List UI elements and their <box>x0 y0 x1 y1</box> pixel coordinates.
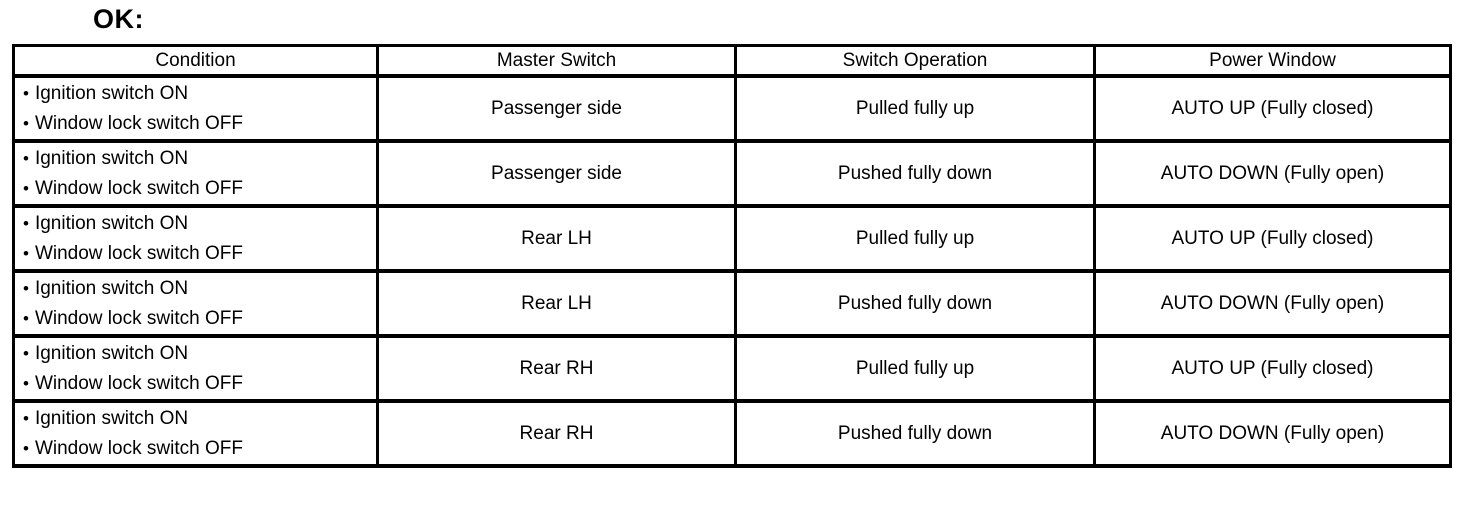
bullet-icon: • <box>23 308 29 328</box>
switch-operation-cell: Pulled fully up <box>734 334 1096 403</box>
condition-text: Ignition switch ON <box>34 277 189 299</box>
power-window-cell: AUTO UP (Fully closed) <box>1093 334 1452 403</box>
bullet-icon: • <box>23 148 29 168</box>
bullet-icon: • <box>23 373 29 393</box>
bullet-icon: • <box>23 243 29 263</box>
header-power-window: Power Window <box>1093 44 1452 78</box>
switch-operation-cell: Pushed fully down <box>734 139 1096 208</box>
header-switch-operation: Switch Operation <box>734 44 1096 78</box>
condition-cell: •Ignition switch ON •Window lock switch … <box>12 269 379 338</box>
bullet-icon: • <box>23 408 29 428</box>
condition-text: Window lock switch OFF <box>34 372 243 394</box>
power-window-diagnostic-table: Condition Master Switch Switch Operation… <box>12 44 1452 468</box>
ok-heading: OK: <box>93 4 144 34</box>
bullet-icon: • <box>23 83 29 103</box>
condition-cell: •Ignition switch ON •Window lock switch … <box>12 334 379 403</box>
master-switch-cell: Rear RH <box>376 399 737 468</box>
diagnostic-table-container: Condition Master Switch Switch Operation… <box>12 44 1452 468</box>
condition-text: Ignition switch ON <box>34 342 189 364</box>
table-row: •Ignition switch ON •Window lock switch … <box>12 74 1452 143</box>
switch-operation-cell: Pulled fully up <box>734 74 1096 143</box>
master-switch-cell: Rear RH <box>376 334 737 403</box>
power-window-cell: AUTO DOWN (Fully open) <box>1093 139 1452 208</box>
master-switch-cell: Passenger side <box>376 74 737 143</box>
bullet-icon: • <box>23 213 29 233</box>
condition-text: Ignition switch ON <box>34 212 189 234</box>
header-row: Condition Master Switch Switch Operation… <box>12 44 1452 78</box>
condition-text: Window lock switch OFF <box>34 242 243 264</box>
bullet-icon: • <box>23 113 29 133</box>
condition-cell: •Ignition switch ON •Window lock switch … <box>12 399 379 468</box>
header-condition: Condition <box>12 44 379 78</box>
switch-operation-cell: Pushed fully down <box>734 399 1096 468</box>
condition-text: Window lock switch OFF <box>34 112 243 134</box>
condition-text: Window lock switch OFF <box>34 437 243 459</box>
condition-text: Window lock switch OFF <box>34 307 243 329</box>
bullet-icon: • <box>23 438 29 458</box>
condition-text: Ignition switch ON <box>34 147 189 169</box>
table-row: •Ignition switch ON •Window lock switch … <box>12 399 1452 468</box>
table-row: •Ignition switch ON •Window lock switch … <box>12 269 1452 338</box>
condition-text: Window lock switch OFF <box>34 177 243 199</box>
master-switch-cell: Rear LH <box>376 269 737 338</box>
power-window-cell: AUTO UP (Fully closed) <box>1093 74 1452 143</box>
header-master-switch: Master Switch <box>376 44 737 78</box>
power-window-cell: AUTO DOWN (Fully open) <box>1093 399 1452 468</box>
switch-operation-cell: Pulled fully up <box>734 204 1096 273</box>
bullet-icon: • <box>23 343 29 363</box>
power-window-cell: AUTO UP (Fully closed) <box>1093 204 1452 273</box>
condition-cell: •Ignition switch ON •Window lock switch … <box>12 139 379 208</box>
condition-cell: •Ignition switch ON •Window lock switch … <box>12 204 379 273</box>
master-switch-cell: Rear LH <box>376 204 737 273</box>
condition-text: Ignition switch ON <box>34 82 189 104</box>
switch-operation-cell: Pushed fully down <box>734 269 1096 338</box>
power-window-cell: AUTO DOWN (Fully open) <box>1093 269 1452 338</box>
condition-text: Ignition switch ON <box>34 407 189 429</box>
master-switch-cell: Passenger side <box>376 139 737 208</box>
table-row: •Ignition switch ON •Window lock switch … <box>12 334 1452 403</box>
table-row: •Ignition switch ON •Window lock switch … <box>12 139 1452 208</box>
table-row: •Ignition switch ON •Window lock switch … <box>12 204 1452 273</box>
bullet-icon: • <box>23 278 29 298</box>
bullet-icon: • <box>23 178 29 198</box>
condition-cell: •Ignition switch ON •Window lock switch … <box>12 74 379 143</box>
